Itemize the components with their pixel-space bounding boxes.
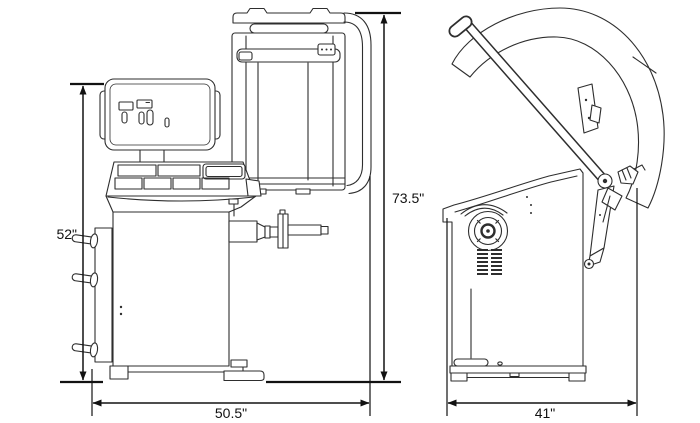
hood-handle-bar (249, 23, 329, 34)
side-cabinet (442, 168, 587, 382)
cone-storage-pins (71, 227, 113, 363)
pin-mounting-plate (94, 227, 113, 363)
hood-clamp-bracket (577, 83, 602, 134)
brake-pedal (230, 359, 248, 368)
drain-handle (453, 358, 489, 367)
hood-rest-bracket (460, 204, 508, 215)
hood-latch-bracket (617, 164, 646, 185)
display-stand (139, 149, 165, 164)
hood-pivot-assembly (583, 164, 646, 270)
dimension-52: 52" (56, 82, 104, 381)
hose-hook (228, 198, 239, 205)
wheel-guard-hood-side (451, 7, 665, 209)
base-plinth (449, 365, 587, 374)
hood-support-arm (448, 15, 613, 189)
spindle-shaft (228, 209, 329, 249)
storage-pin (71, 272, 99, 288)
spindle-hub (467, 210, 509, 252)
control-display-head (99, 78, 221, 151)
wheel-guard-hood-front (231, 7, 372, 195)
vent-grille (477, 249, 502, 275)
base-foot-front (450, 372, 468, 382)
side-view (442, 7, 665, 382)
front-view (71, 7, 372, 382)
cabinet-foot-right (223, 370, 265, 382)
dimension-41-label: 41" (535, 405, 556, 421)
panel-button (138, 111, 145, 125)
dimension-73-5: 73.5" (355, 11, 424, 381)
panel-button (164, 117, 170, 128)
hood-crossbar (236, 48, 341, 63)
hood-support-tube-front (343, 12, 372, 195)
display-window-left (118, 101, 134, 111)
cabinet-front (105, 195, 265, 382)
dimension-50-5: 50.5" (91, 176, 371, 421)
display-window-right (136, 99, 153, 109)
dimension-50-5-label: 50.5" (215, 405, 247, 421)
weight-tray (105, 161, 262, 197)
cabinet-foot-left (109, 365, 129, 380)
base-foot-rear (568, 372, 586, 382)
storage-pin (71, 342, 99, 358)
panel-button (121, 111, 128, 124)
dimension-52-label: 52" (56, 226, 77, 242)
dimension-73-5-label: 73.5" (392, 190, 424, 206)
panel-button (146, 109, 154, 126)
threaded-shaft (287, 224, 322, 236)
dimension-41: 41" (446, 188, 638, 421)
dimension-annotations: 52" 73.5" 50.5" 41" (56, 11, 638, 421)
